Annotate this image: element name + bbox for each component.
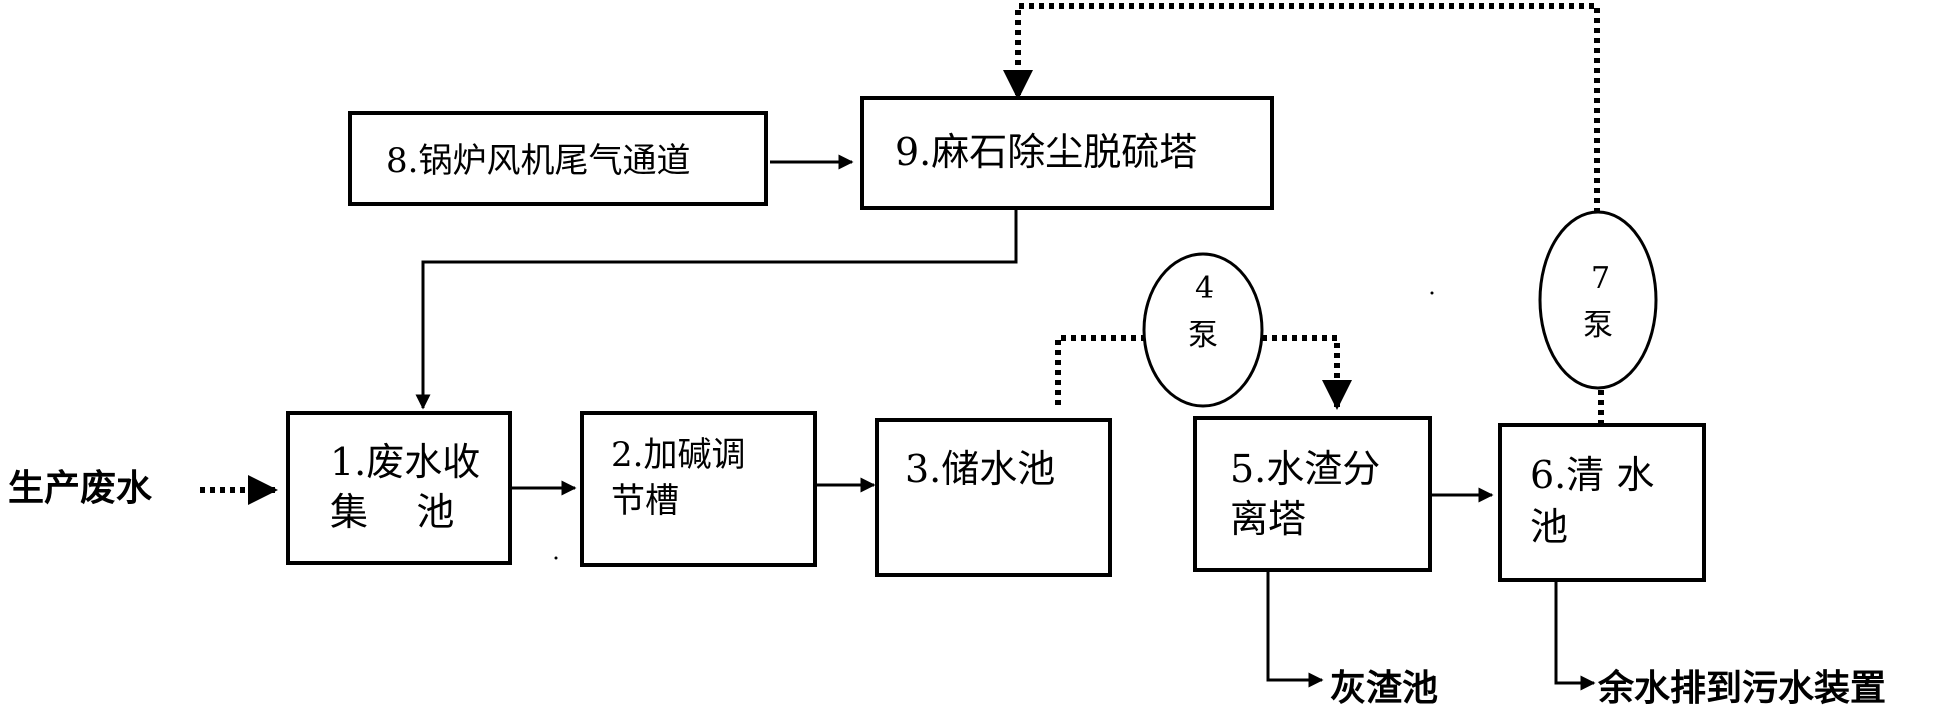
pump-4-number: 4: [1195, 271, 1214, 306]
node-6-clean-water-pool: [1498, 423, 1706, 582]
scan-speck: [554, 556, 558, 560]
node-3-water-storage-pool: [875, 418, 1112, 577]
pump-7: [1538, 210, 1658, 390]
pump-7-label: 泵: [1583, 308, 1613, 343]
node-5-water-slag-separation-tower: [1193, 416, 1432, 572]
node-6-label-line2: 池: [1530, 505, 1568, 549]
flow-n9-to-n1: [415, 208, 1018, 410]
flow-n3-to-pump4: [1055, 335, 1145, 405]
flow-n5-to-ash: [1266, 570, 1324, 688]
node-2-label-line2: 节槽: [611, 481, 679, 521]
node-8-label: 8.锅炉风机尾气通道: [386, 141, 690, 181]
node-1-wastewater-collection-pool: [286, 411, 512, 565]
flow-n6-to-sewage: [1554, 580, 1596, 691]
node-5-label-line1: 5.水渣分: [1230, 447, 1380, 491]
node-2-label-line1: 2.加碱调: [611, 435, 745, 475]
node-2-alkali-adjustment-tank: [580, 411, 817, 567]
flow-pump4-to-n5: [1262, 335, 1352, 410]
sewage-output-label: 余水排到污水装置: [1597, 667, 1886, 709]
node-8-boiler-fan-exhaust-duct: [348, 111, 768, 206]
flow-pump7-to-n9: [1003, 3, 1600, 213]
pump-7-number: 7: [1591, 261, 1610, 296]
node-5-label-line2: 离塔: [1230, 497, 1306, 541]
node-1-label-line1: 1.废水收: [330, 440, 480, 484]
node-9-label: 9.麻石除尘脱硫塔: [895, 130, 1197, 174]
pump-4: [1142, 252, 1264, 408]
scan-speck: [1430, 291, 1434, 295]
node-1-label-line2: 集 池: [330, 490, 454, 534]
node-6-label-line1: 6.清 水: [1530, 453, 1654, 497]
ash-pool-label: 灰渣池: [1330, 668, 1438, 709]
pump-4-label: 泵: [1188, 318, 1218, 353]
production-wastewater-label: 生产废水: [8, 468, 153, 509]
node-9-granite-dust-desulfurization-tower: [860, 96, 1274, 210]
node-3-label: 3.储水池: [905, 447, 1055, 491]
